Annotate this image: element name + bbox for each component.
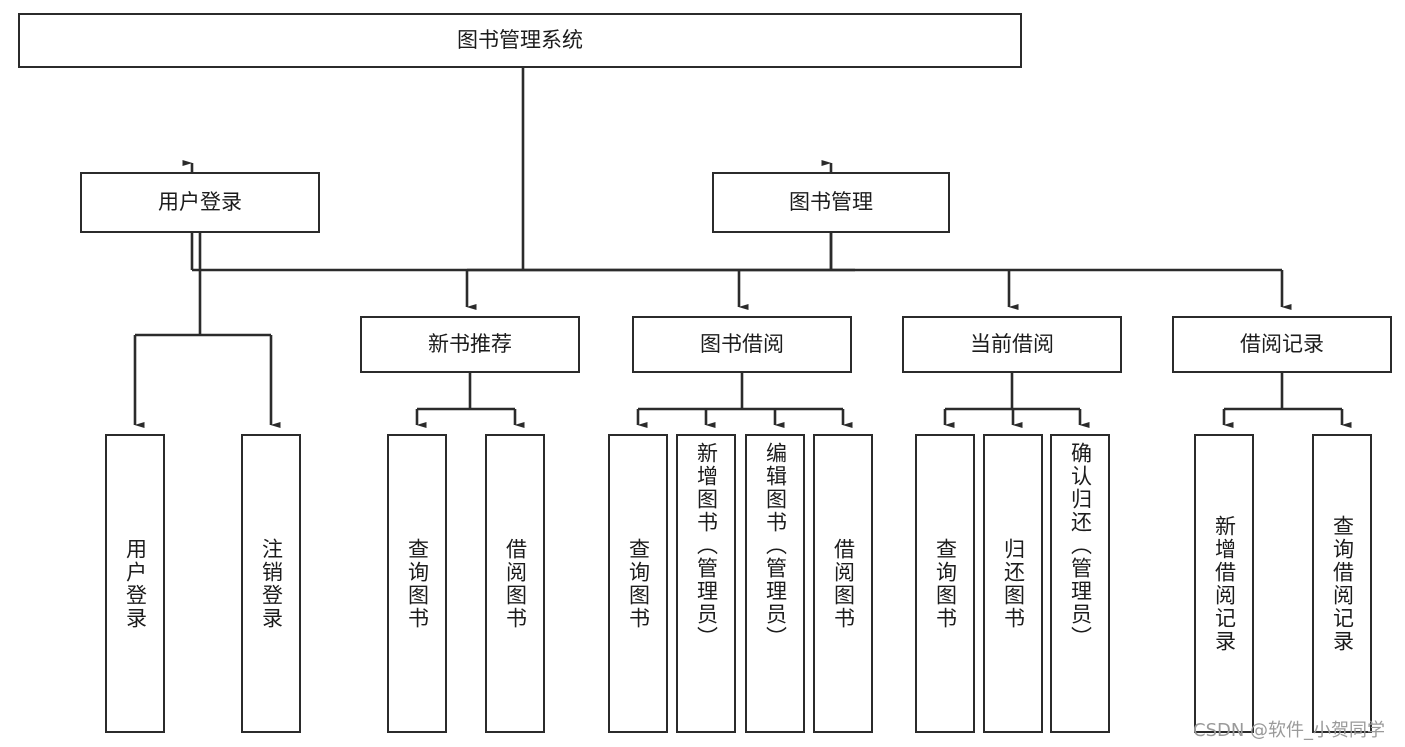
node-leaf-query-record-label: 查询借阅记录 xyxy=(1330,514,1355,653)
edges-borrowrecord-to-leaves xyxy=(1222,373,1352,428)
node-leaf-confirm-return-label: 确认归还（管理员） xyxy=(1068,442,1093,649)
node-leaf-query-book-1[interactable]: 查询图书 xyxy=(387,434,447,733)
edges-currentborrow-to-leaves xyxy=(943,373,1090,428)
node-leaf-add-record-label: 新增借阅记录 xyxy=(1212,514,1237,653)
node-leaf-return-book-label: 归还图书 xyxy=(1001,537,1026,630)
edges-root-to-level2 xyxy=(182,68,855,272)
node-leaf-query-book-1-label: 查询图书 xyxy=(405,537,430,630)
node-leaf-add-record[interactable]: 新增借阅记录 xyxy=(1194,434,1254,733)
node-leaf-logout[interactable]: 注销登录 xyxy=(241,434,301,733)
node-leaf-add-book[interactable]: 新增图书（管理员） xyxy=(676,434,736,733)
node-leaf-logout-label: 注销登录 xyxy=(259,537,284,630)
node-book-borrow-label: 图书借阅 xyxy=(700,332,784,357)
node-borrow-record-label: 借阅记录 xyxy=(1240,332,1324,357)
node-leaf-query-book-3-label: 查询图书 xyxy=(933,537,958,630)
csdn-watermark: CSDN @软件_小贺同学 xyxy=(1193,720,1386,741)
node-root[interactable]: 图书管理系统 xyxy=(18,13,1022,68)
node-leaf-edit-book[interactable]: 编辑图书（管理员） xyxy=(745,434,805,733)
node-book-management-label: 图书管理 xyxy=(789,190,873,215)
node-leaf-query-book-2-label: 查询图书 xyxy=(626,537,651,630)
node-user-login-label: 用户登录 xyxy=(158,190,242,215)
node-root-label: 图书管理系统 xyxy=(457,28,583,53)
edges-bookborrow-to-leaves xyxy=(636,373,853,428)
node-leaf-query-book-3[interactable]: 查询图书 xyxy=(915,434,975,733)
node-current-borrow-label: 当前借阅 xyxy=(970,332,1054,357)
node-user-login[interactable]: 用户登录 xyxy=(80,172,320,233)
node-leaf-borrow-book-2[interactable]: 借阅图书 xyxy=(813,434,873,733)
node-borrow-record[interactable]: 借阅记录 xyxy=(1172,316,1392,373)
node-leaf-query-book-2[interactable]: 查询图书 xyxy=(608,434,668,733)
edges-newbook-to-leaves xyxy=(415,373,525,428)
node-book-borrow[interactable]: 图书借阅 xyxy=(632,316,852,373)
edges-userlogin-to-leaves xyxy=(133,233,281,428)
node-leaf-edit-book-label: 编辑图书（管理员） xyxy=(763,442,788,649)
node-leaf-borrow-book-1[interactable]: 借阅图书 xyxy=(485,434,545,733)
node-leaf-add-book-label: 新增图书（管理员） xyxy=(694,442,719,649)
node-leaf-borrow-book-1-label: 借阅图书 xyxy=(503,537,528,630)
edges-bookmgmt-to-level3 xyxy=(465,233,1292,310)
node-leaf-query-record[interactable]: 查询借阅记录 xyxy=(1312,434,1372,733)
node-leaf-user-login[interactable]: 用户登录 xyxy=(105,434,165,733)
node-leaf-confirm-return[interactable]: 确认归还（管理员） xyxy=(1050,434,1110,733)
node-current-borrow[interactable]: 当前借阅 xyxy=(902,316,1122,373)
node-new-book-recommend-label: 新书推荐 xyxy=(428,332,512,357)
node-leaf-borrow-book-2-label: 借阅图书 xyxy=(831,537,856,630)
node-leaf-user-login-label: 用户登录 xyxy=(123,537,148,630)
node-book-management[interactable]: 图书管理 xyxy=(712,172,950,233)
node-new-book-recommend[interactable]: 新书推荐 xyxy=(360,316,580,373)
node-leaf-return-book[interactable]: 归还图书 xyxy=(983,434,1043,733)
